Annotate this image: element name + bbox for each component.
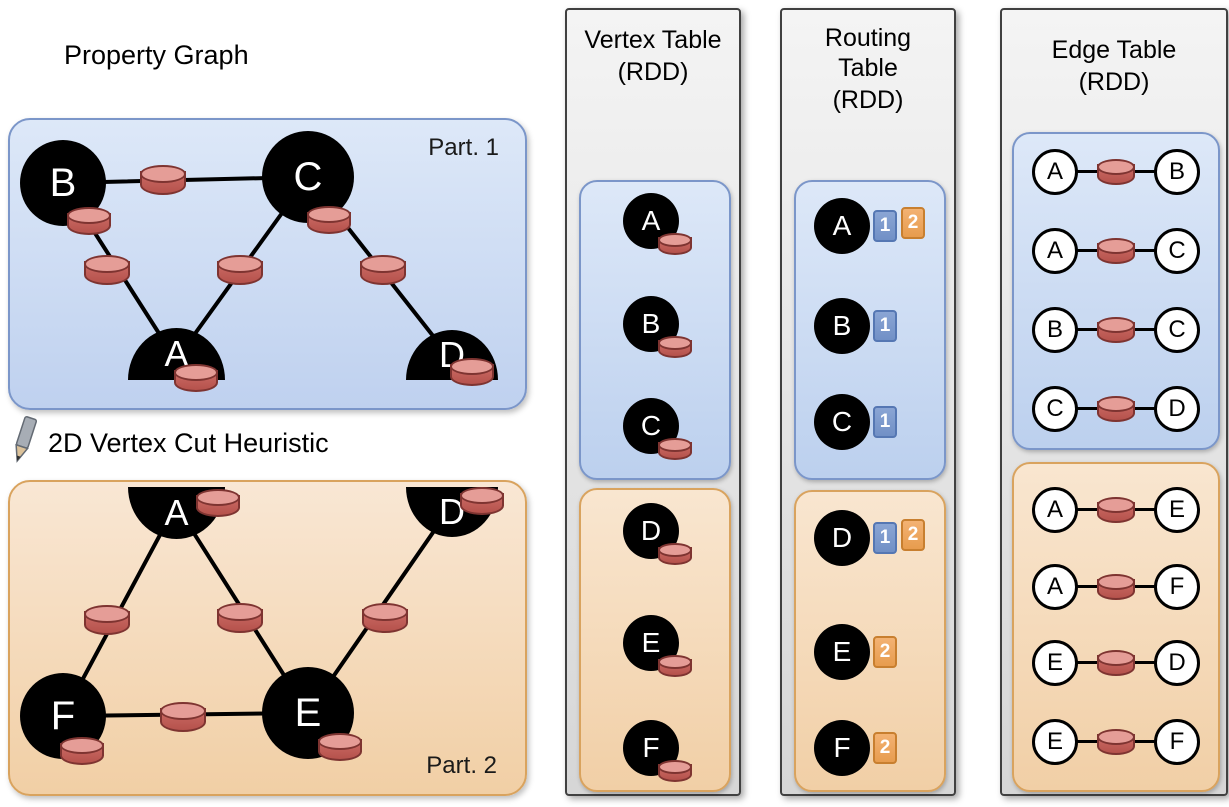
edge-src-vertex: C [1032,386,1078,432]
edge-property-cylinder [84,255,130,285]
edge-property-cylinder [1097,159,1135,185]
vertex-table-title: Vertex Table [584,26,722,54]
routing-entry-e: E [814,624,870,680]
vertex-property-cylinder [658,233,692,256]
edge-row-a-c: A C [1026,227,1206,275]
vertex-property-cylinder [658,760,692,783]
vertex-property-cylinder [450,358,494,386]
edge-property-cylinder [362,603,408,633]
routing-table-title-line2: Table [838,54,898,82]
edge-dst-vertex: F [1154,719,1200,765]
edge-row-a-f: A F [1026,563,1206,611]
edge-row-e-f: E F [1026,718,1206,766]
route-badge-part1: 1 [873,210,897,242]
vertex-property-cylinder [60,737,104,765]
edge-row-b-c: B C [1026,306,1206,354]
edge-row-a-b: A B [1026,148,1206,196]
route-badge-part2: 2 [873,636,897,668]
edge-row-c-d: C D [1026,385,1206,433]
route-badge-part2: 2 [901,207,925,239]
route-badge-part1: 1 [873,522,897,554]
edge-table-title: Edge Table [1051,36,1177,64]
edge-property-cylinder [140,165,186,195]
vertex-property-cylinder [658,543,692,566]
routing-table-title-line3: (RDD) [832,86,904,114]
route-badge-part2: 2 [901,519,925,551]
edge-row-a-e: A E [1026,486,1206,534]
edge-row-e-d: E D [1026,639,1206,687]
route-badge-part2: 2 [873,732,897,764]
routing-table-panel: Routing Table (RDD) A 1 2 B 1 C 1 D 1 2 … [780,8,956,796]
edge-dst-vertex: F [1154,564,1200,610]
routing-table-title-line1: Routing [824,24,912,52]
vertex-property-cylinder [196,489,240,517]
edge-property-cylinder [84,605,130,635]
vertex-property-cylinder [658,336,692,359]
edge-src-vertex: A [1032,487,1078,533]
edge-dst-vertex: B [1154,149,1200,195]
edge-dst-vertex: C [1154,307,1200,353]
edge-src-vertex: B [1032,307,1078,353]
vertex-table-panel: Vertex Table (RDD) A B C D E F [565,8,741,796]
routing-entry-c: C [814,394,870,450]
edge-property-cylinder [1097,238,1135,264]
edge-dst-vertex: D [1154,386,1200,432]
pencil-icon [15,416,38,463]
edge-property-cylinder [160,702,206,732]
vertex-cut-heuristic-label: 2D Vertex Cut Heuristic [48,428,329,458]
routing-entry-d: D [814,510,870,566]
route-badge-part1: 1 [873,310,897,342]
vertex-property-cylinder [67,207,111,235]
edge-dst-vertex: E [1154,487,1200,533]
edge-table-subtitle: (RDD) [1078,68,1150,96]
routing-entry-a: A [814,198,870,254]
vertex-property-cylinder [318,733,362,761]
partition-2-label: Part. 2 [426,752,497,779]
vertex-property-cylinder [174,364,218,392]
edge-property-cylinder [1097,650,1135,676]
edge-property-cylinder [1097,317,1135,343]
vertex-property-cylinder [658,655,692,678]
edge-property-cylinder [217,255,263,285]
edge-dst-vertex: C [1154,228,1200,274]
vertex-property-cylinder [658,438,692,461]
vertex-property-cylinder [460,487,504,515]
routing-entry-f: F [814,720,870,776]
edge-property-cylinder [1097,497,1135,523]
edge-dst-vertex: D [1154,640,1200,686]
partition-1-label: Part. 1 [428,134,499,161]
edge-table-panel: Edge Table (RDD) A B A C B C C D [1000,8,1228,796]
edge-src-vertex: E [1032,640,1078,686]
edge-src-vertex: A [1032,149,1078,195]
edge-src-vertex: E [1032,719,1078,765]
edge-src-vertex: A [1032,564,1078,610]
edge-src-vertex: A [1032,228,1078,274]
edge-property-cylinder [1097,574,1135,600]
vertex-table-subtitle: (RDD) [617,58,689,86]
vertex-property-cylinder [307,206,351,234]
routing-entry-b: B [814,298,870,354]
edge-property-cylinder [1097,396,1135,422]
property-graph-title: Property Graph [64,40,249,70]
edge-property-cylinder [360,255,406,285]
edge-property-cylinder [217,603,263,633]
edge-property-cylinder [1097,729,1135,755]
route-badge-part1: 1 [873,406,897,438]
